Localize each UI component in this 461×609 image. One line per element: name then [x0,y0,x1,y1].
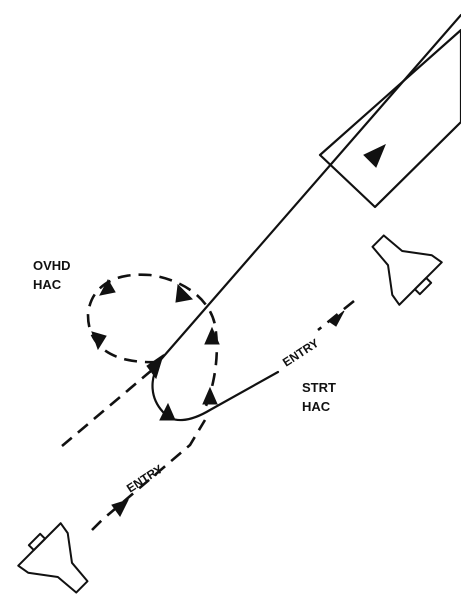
entry-label-upper: ENTRY [280,336,321,370]
ovhd-right-arrow-icon [204,326,220,345]
ovhd-label: OVHD [33,258,71,273]
lower-entry-path [91,419,207,531]
orbiter-lower-icon [17,522,89,594]
extended-centerline-dashed [61,369,153,447]
entry-label-lower: ENTRY [124,462,165,496]
strt-hac-arc [151,363,280,422]
ovhd-top-arrow-icon [175,283,194,303]
ovhd-left-arrow-icon [99,278,116,296]
runway-arrow-icon [363,143,386,168]
upper-entry-path [317,299,355,332]
hac-join-arrow-icon [146,353,164,380]
strt-hac-arrow-icon [159,402,176,421]
orbiter-upper-icon [371,234,443,306]
ovhd-hac-label: HAC [33,277,62,292]
strt-label: STRT [302,380,336,395]
runway [318,28,461,209]
final-approach-centerline [148,13,461,374]
upper-entry-arrow-icon [329,310,345,327]
lower-entry-arrow-icon [111,499,129,517]
strt-hac-label: HAC [302,399,331,414]
lower-hac-arrow-icon [202,386,218,405]
ovhd-bottom-left-arrow-icon [91,331,107,351]
